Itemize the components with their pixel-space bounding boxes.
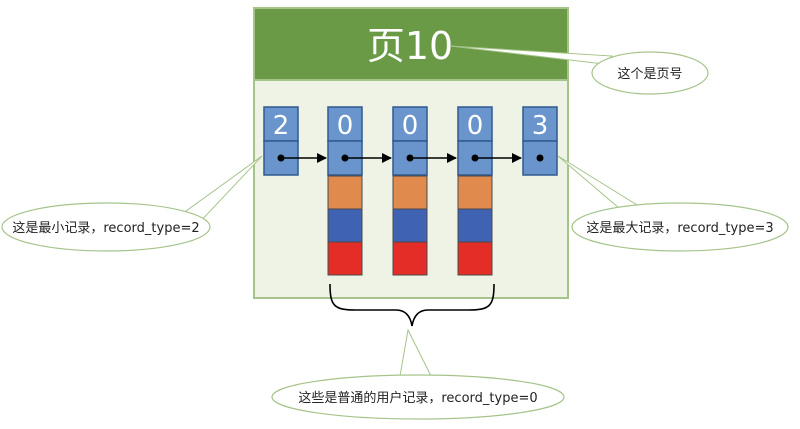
record-2-type-label: 0 xyxy=(402,111,419,141)
record-1-data-blue xyxy=(327,208,363,243)
user-records-brace xyxy=(329,283,495,327)
user-records-callout-text: 这些是普通的用户记录，record_type=0 xyxy=(298,390,537,406)
record-2-data-orange xyxy=(392,175,428,210)
record-3-header-cell xyxy=(457,106,493,142)
record-3-data-orange xyxy=(457,175,493,210)
min-record-callout-text: 这是最小记录，record_type=2 xyxy=(12,220,199,236)
page-title: 页10 xyxy=(367,24,453,68)
record-3-data-red xyxy=(457,241,493,276)
page-number-callout-text: 这个是页号 xyxy=(617,66,682,82)
record-3-data-blue xyxy=(457,208,493,243)
record-0-header-cell xyxy=(263,106,299,142)
record-4-type-label: 3 xyxy=(532,111,549,141)
page-number-callout-bubble xyxy=(591,51,709,95)
record-0-type-label: 2 xyxy=(273,111,290,141)
record-2-data-red xyxy=(392,241,428,276)
records-layer: 2 0 0 0 3 xyxy=(263,106,558,276)
record-1-data-red xyxy=(327,241,363,276)
record-1-type-label: 0 xyxy=(337,111,354,141)
user-records-callout-bubble xyxy=(271,374,565,420)
record-4-header-cell xyxy=(522,106,558,142)
user-records-callout-pointer xyxy=(399,328,433,379)
record-4-pointer-dot xyxy=(536,154,544,162)
record-1-data-orange xyxy=(327,175,363,210)
page-header xyxy=(253,7,569,81)
max-record-callout-text: 这是最大记录，record_type=3 xyxy=(586,220,773,236)
record-3-type-label: 0 xyxy=(467,111,484,141)
min-record-callout-bubble xyxy=(1,202,211,252)
record-1-header-cell xyxy=(327,106,363,142)
max-record-callout-bubble xyxy=(571,202,789,252)
record-2-data-blue xyxy=(392,208,428,243)
